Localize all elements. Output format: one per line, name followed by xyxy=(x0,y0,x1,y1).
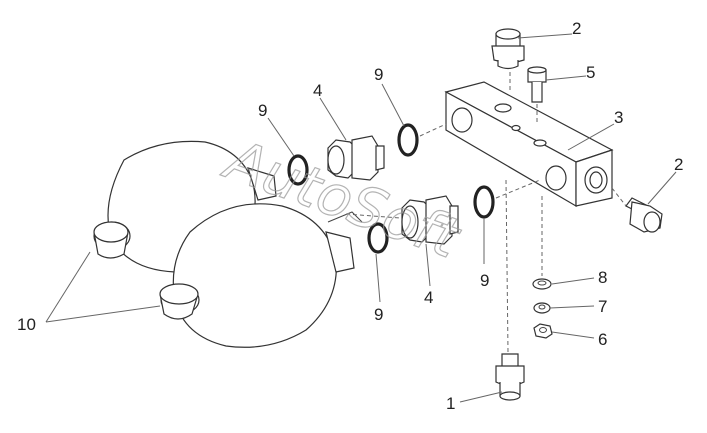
union-fitting-lower xyxy=(401,195,459,245)
manifold-block xyxy=(444,81,614,208)
callout-1: 1 xyxy=(446,394,455,413)
fitting-right xyxy=(625,197,663,233)
callout-10: 10 xyxy=(17,315,36,334)
callout-3: 3 xyxy=(614,108,623,127)
callout-9-lower-right: 9 xyxy=(480,271,489,290)
accumulator-front xyxy=(159,203,363,348)
nut-6 xyxy=(533,323,553,339)
washer-8 xyxy=(532,278,552,290)
callout-8: 8 xyxy=(598,268,607,287)
callout-7: 7 xyxy=(598,297,607,316)
seal-ring-lower-right xyxy=(473,185,495,219)
union-fitting-upper xyxy=(327,135,385,181)
callout-4-upper: 4 xyxy=(313,81,322,100)
callout-5: 5 xyxy=(586,63,595,82)
callout-9-lower-left: 9 xyxy=(374,305,383,324)
bolt xyxy=(527,66,547,103)
fitting-bottom xyxy=(495,353,525,401)
callout-2-top: 2 xyxy=(572,19,581,38)
washer-7 xyxy=(533,302,551,314)
seal-ring-upper-left xyxy=(287,154,309,186)
seal-ring-upper-right xyxy=(397,123,419,157)
fitting-top xyxy=(491,28,525,70)
callout-9-upper-left: 9 xyxy=(258,101,267,120)
callout-2-right: 2 xyxy=(674,155,683,174)
callout-9-upper-right: 9 xyxy=(374,65,383,84)
callout-6: 6 xyxy=(598,330,607,349)
callout-4-lower: 4 xyxy=(424,288,433,307)
seal-ring-lower-left xyxy=(367,222,389,254)
